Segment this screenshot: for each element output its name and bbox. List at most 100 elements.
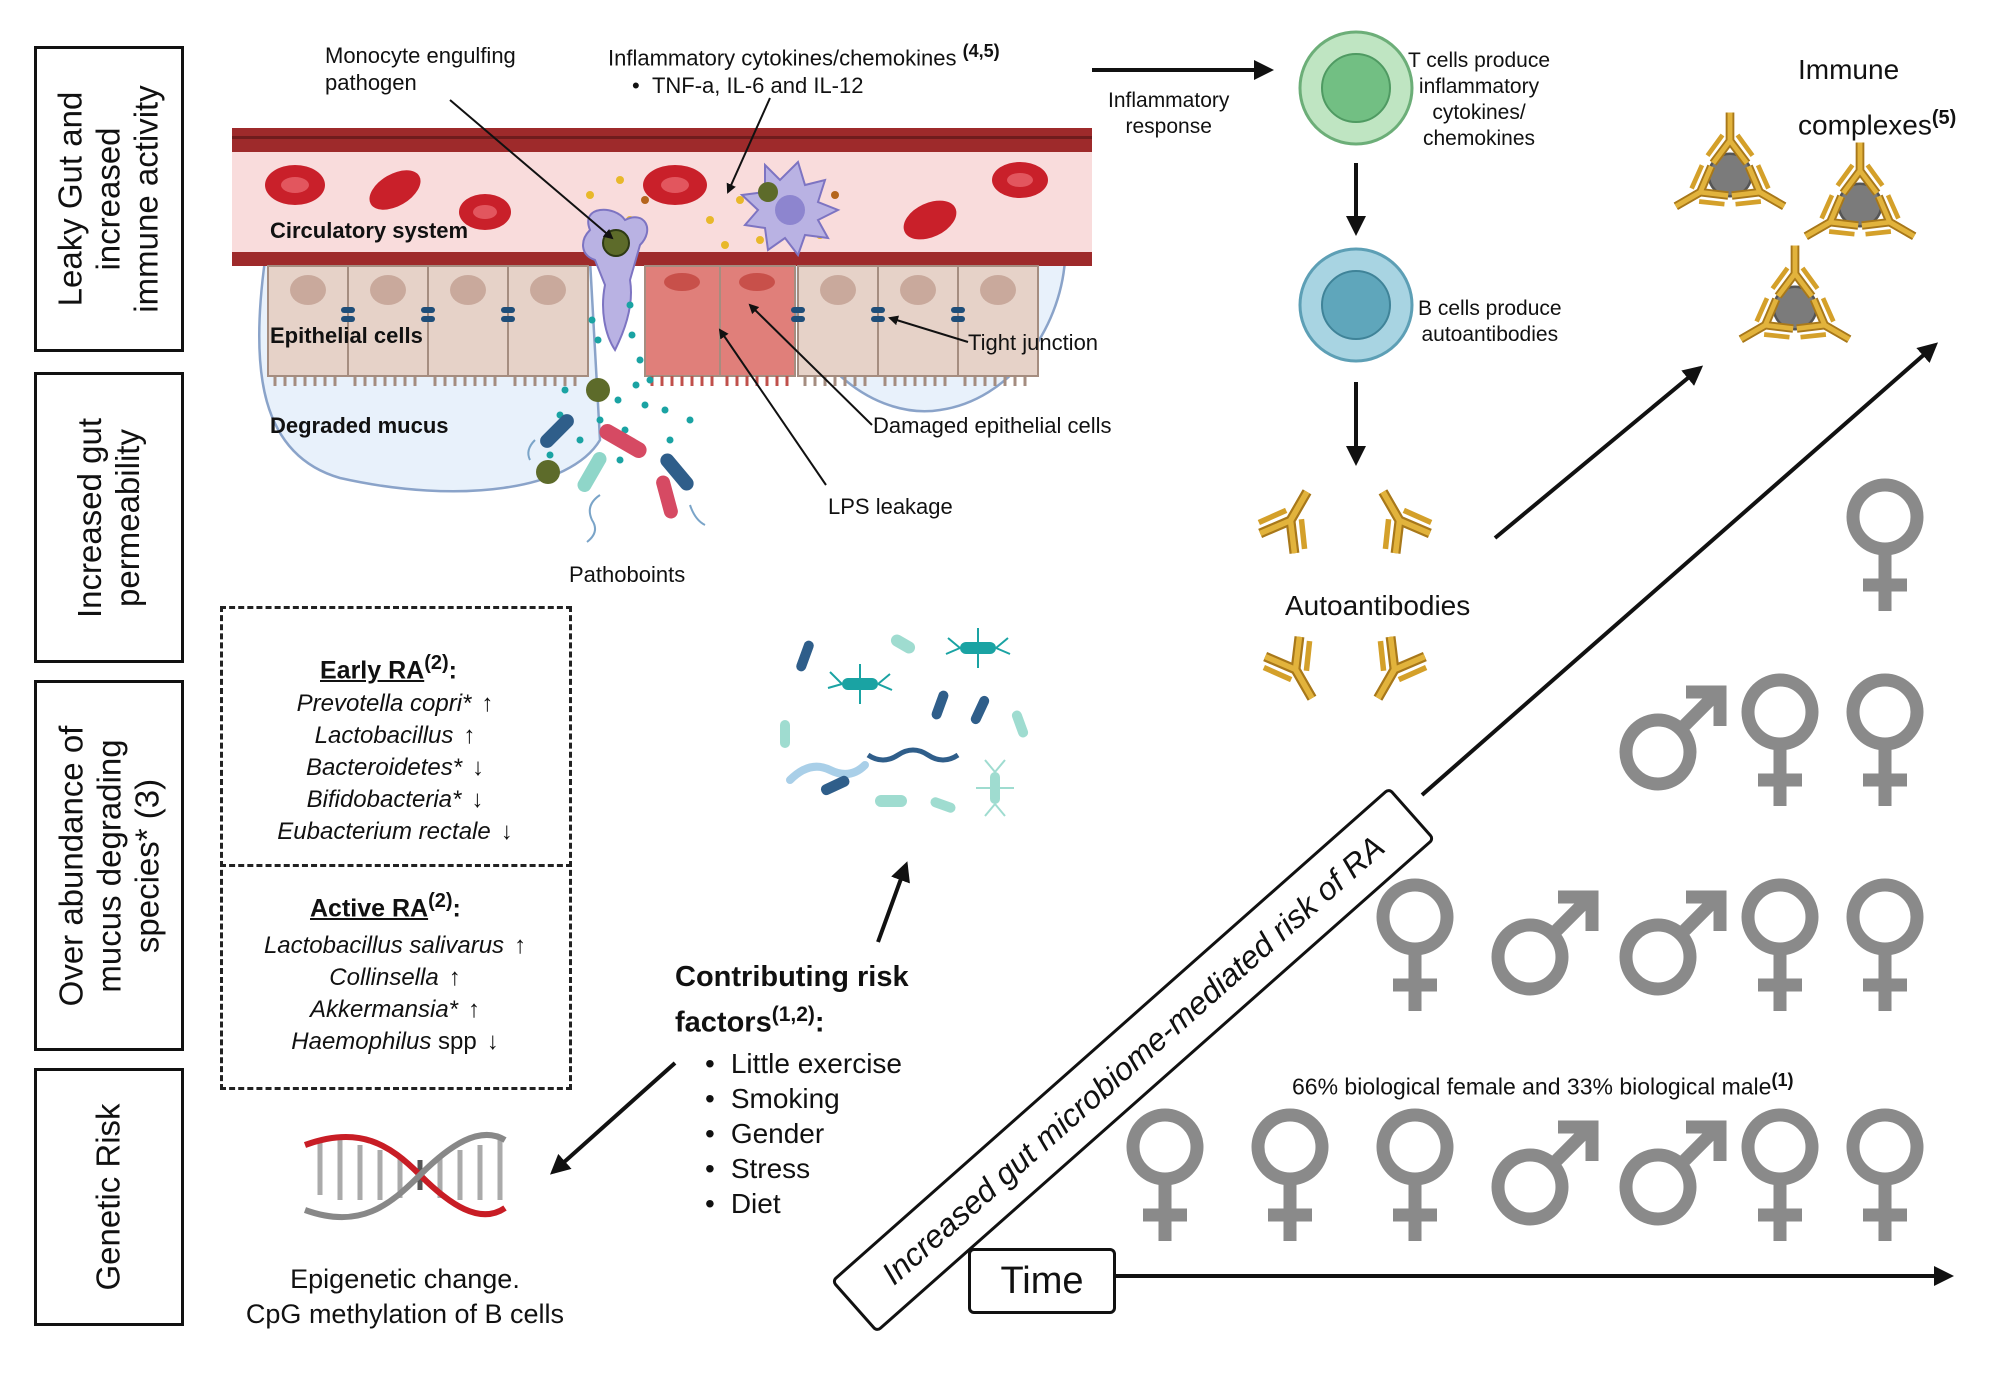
cytokines-ref: (4,5)	[962, 41, 1000, 61]
active-ra-title-text: Active RA	[310, 894, 429, 923]
gut-diagram	[232, 128, 1092, 543]
female-symbol	[1376, 878, 1454, 1011]
male-symbol	[1619, 685, 1727, 791]
active-ra-box	[220, 861, 572, 1090]
damaged-cells-label: Damaged epithelial cells	[873, 413, 1112, 438]
risk-factors-up-arrow	[876, 861, 910, 943]
sex-stat-text: 66% biological female and 33% biological…	[1292, 1073, 1772, 1100]
species-name: Collinsella	[329, 964, 439, 991]
sex-stat-ref: (1)	[1771, 1070, 1794, 1090]
epigenetic-label: Epigenetic change. CpG methylation of B …	[245, 1264, 565, 1329]
species-name: Bifidobacteria*	[306, 786, 462, 813]
male-symbol	[1619, 890, 1727, 996]
inflammatory-response-label: Inflammatory response	[1108, 89, 1230, 138]
risk-to-dna-arrow	[550, 1061, 677, 1175]
monocyte-pointer	[449, 99, 614, 240]
cytokines-pointer	[726, 97, 771, 194]
epithelial-label: Epithelial cells	[270, 323, 423, 348]
vessel-top-wall	[232, 128, 1092, 152]
monocyte-label: Monocyte engulfing pathogen	[325, 43, 516, 95]
female-symbol	[1846, 478, 1924, 611]
trend-arrow: ↑	[448, 964, 461, 991]
female-symbol	[1741, 1108, 1819, 1241]
monocyte	[582, 208, 649, 352]
side-box-over-abundance: Over abundance of mucus degrading specie…	[34, 680, 184, 1051]
early-ra-title-text: Early RA	[320, 656, 425, 685]
risk-item-text: Gender	[730, 1118, 825, 1149]
active-ra-list: Lactobacillus salivarus↑ Collinsella↑ Ak…	[225, 930, 565, 1058]
male-symbol	[1619, 1120, 1727, 1226]
species-name: Akkermansia*	[309, 996, 459, 1023]
trend-arrow: ↑	[463, 722, 476, 749]
early-ra-row: Prevotella copri* ↑	[225, 688, 565, 720]
damaged-cells-pointer	[748, 303, 873, 426]
species-suffix: spp	[431, 1028, 477, 1055]
species-name: Prevotella copri*	[296, 690, 472, 717]
b-cells-label: B cells produce autoantibodies	[1418, 297, 1562, 346]
female-symbol	[1251, 1108, 1329, 1241]
active-ra-row: Haemophilus spp↓	[225, 1026, 565, 1058]
early-ra-list: Prevotella copri* ↑ Lactobacillus ↑ Bacter…	[225, 688, 565, 848]
active-ra-row: Collinsella ↑	[225, 962, 565, 994]
t-cells-label: T cells produce inflammatory cytokines/ …	[1408, 49, 1551, 150]
circulatory-label: Circulatory system	[270, 218, 469, 243]
male-symbol	[1491, 890, 1599, 996]
risk-item: •Diet	[705, 1188, 781, 1219]
sex-stat-label: 66% biological female and 33% biological…	[1292, 1060, 1793, 1107]
autoantibodies-label: Autoantibodies	[1285, 590, 1471, 621]
cytokines-title: Inflammatory cytokines/chemokines (4,5)	[608, 38, 1000, 71]
male-symbol	[1491, 1120, 1599, 1226]
species-name: Bacteroidetes*	[305, 754, 463, 781]
female-symbol	[1846, 878, 1924, 1011]
trend-arrow: ↑	[514, 932, 527, 959]
risk-item: •Smoking	[705, 1083, 840, 1114]
ab-to-complex-arrow	[1493, 365, 1704, 540]
lps-pointer	[718, 328, 827, 486]
female-symbol	[1846, 1108, 1924, 1241]
tight-junction-pointer	[888, 315, 969, 343]
side-box-leaky-gut: Leaky Gut and increased immune activity	[34, 46, 184, 352]
risk-factors-title: Contributing risk factors(1,2):	[675, 958, 909, 1042]
time-text: Time	[1000, 1259, 1084, 1302]
trend-arrow: ↑	[481, 690, 494, 717]
cytokines-item-text: TNF-a, IL-6 and IL-12	[651, 73, 864, 98]
risk-title-line1: Contributing risk	[675, 961, 909, 993]
active-ra-ref: (2)	[428, 890, 453, 912]
early-ra-row: Bacteroidetes*↓	[225, 752, 565, 784]
dna-helix	[303, 1132, 507, 1221]
early-ra-row: Bifidobacteria* ↓	[225, 784, 565, 816]
trend-arrow: ↑	[468, 996, 481, 1023]
side-box-gut-permeability: Increased gut permeability	[34, 372, 184, 663]
risk-item-text: Smoking	[730, 1083, 840, 1114]
trend-arrow: ↓	[471, 786, 484, 813]
risk-item-text: Stress	[730, 1153, 811, 1184]
active-ra-row: Akkermansia* ↑	[225, 994, 565, 1026]
time-label: Time	[968, 1248, 1116, 1314]
female-symbol	[1126, 1108, 1204, 1241]
immune-complexes-text: Immune complexes	[1798, 54, 1932, 141]
trend-arrow: ↓	[500, 818, 513, 845]
lps-label: LPS leakage	[828, 494, 953, 519]
active-ra-title: Active RA(2):	[310, 890, 461, 923]
early-ra-ref: (2)	[424, 652, 449, 674]
risk-item: •Little exercise	[705, 1048, 902, 1079]
immune-complexes-label: Immune complexes(5)	[1798, 46, 1956, 149]
tight-junction-markers	[341, 307, 965, 322]
t-cell	[1298, 30, 1414, 146]
female-symbol	[1376, 1108, 1454, 1241]
risk-colon: :	[814, 1006, 825, 1039]
risk-item-text: Little exercise	[730, 1048, 902, 1079]
cytokines-item: • TNF-a, IL-6 and IL-12	[632, 73, 864, 98]
risk-ref: (1,2)	[771, 1003, 815, 1026]
species-name: Lactobacillus	[314, 722, 454, 749]
risk-item: •Stress	[705, 1153, 811, 1184]
risk-item: •Gender	[705, 1118, 825, 1149]
vessel-bottom-wall	[232, 252, 1092, 266]
risk-item-text: Diet	[730, 1188, 781, 1219]
tight-junction-label: Tight junction	[968, 330, 1099, 355]
degraded-mucus-label: Degraded mucus	[270, 413, 449, 438]
b-cell	[1298, 247, 1414, 363]
early-ra-box	[220, 606, 572, 867]
side-box-genetic-risk: Genetic Risk	[34, 1068, 184, 1326]
